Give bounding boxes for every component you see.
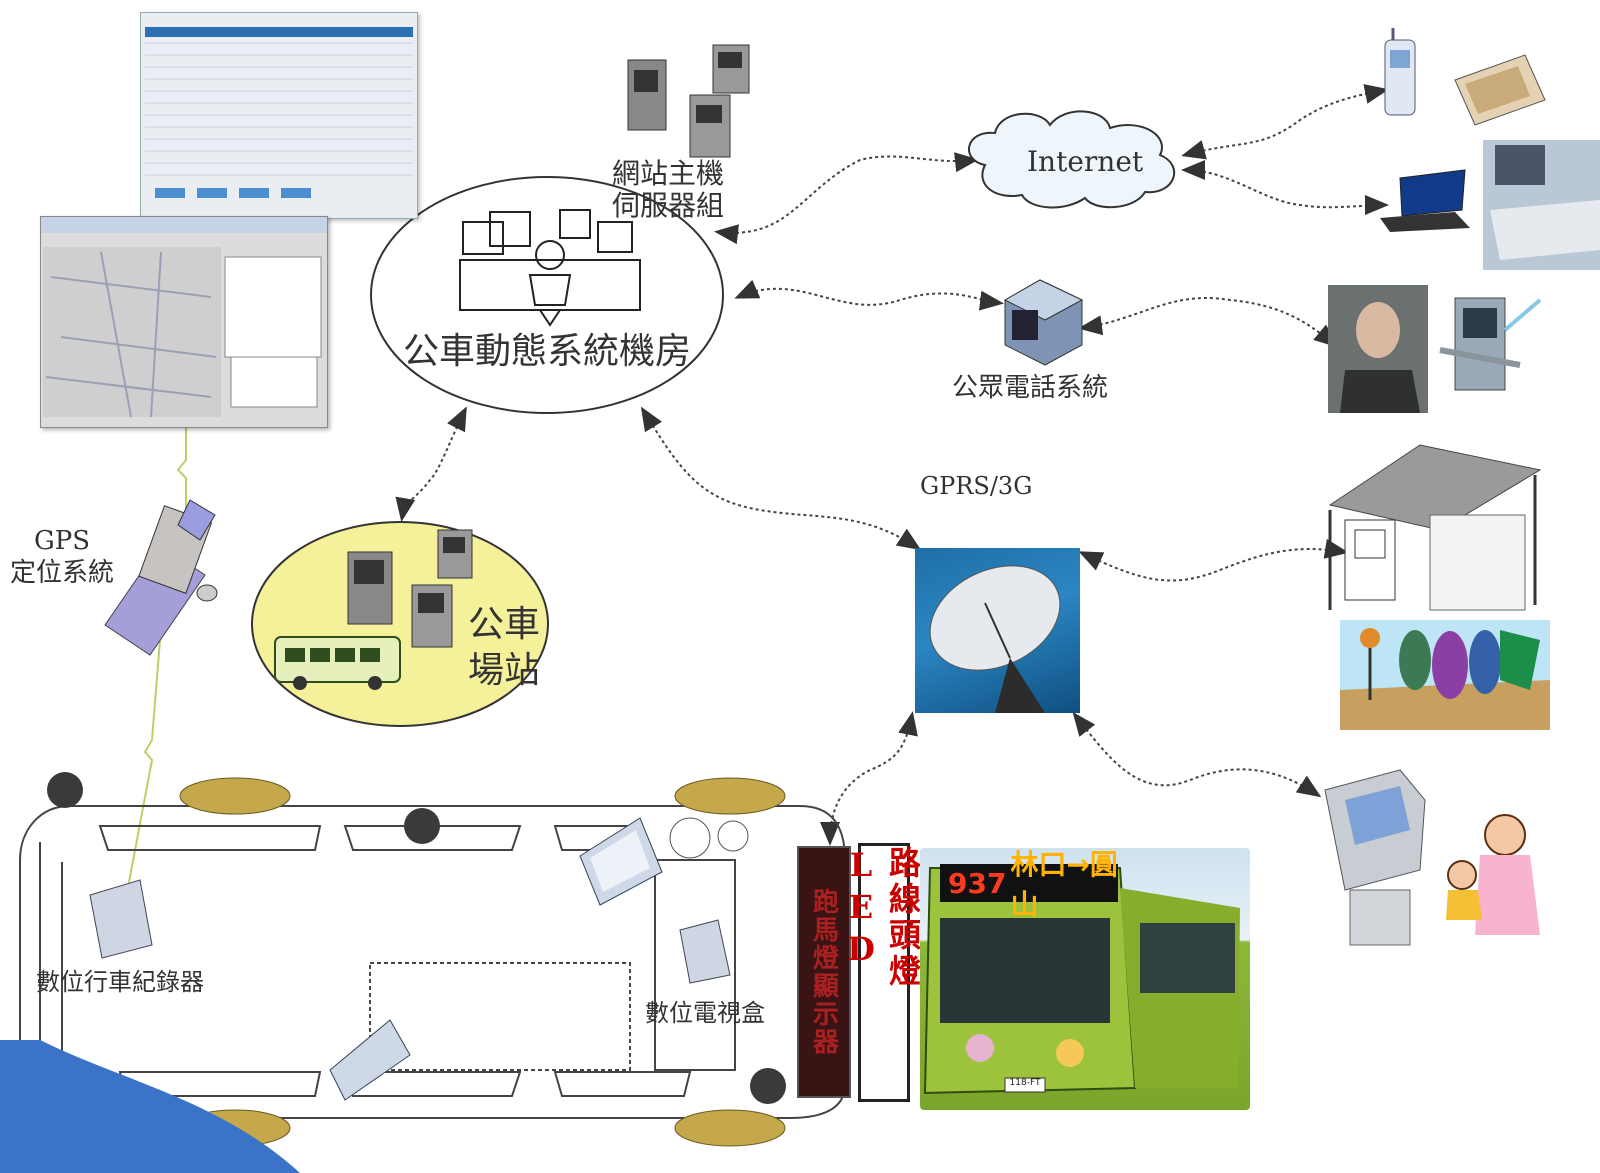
switch-box-icon (1003, 279, 1084, 366)
arrow-room-phonesystem (734, 279, 1004, 311)
arrow-internet-phone (1181, 84, 1389, 160)
workstation-icon (459, 209, 641, 327)
plate-text: 118-FT (1009, 1078, 1041, 1088)
phone-icon (1384, 28, 1416, 116)
satellite-icon (104, 499, 218, 656)
web-servers-label: 網站主機 伺服器組 (612, 157, 725, 222)
monitor-icon (329, 817, 749, 1101)
tv-box-label: 數位電視盒 (645, 999, 765, 1027)
route-led-display: 937 林口→圓山 (940, 848, 1118, 921)
route-text: 林口→圓山 (1010, 848, 1118, 921)
arrow-dish-kiosk (1072, 711, 1322, 798)
payphone-icon (1439, 297, 1542, 391)
businessman-icon (1328, 285, 1428, 413)
corner-decoration (0, 1040, 300, 1173)
depot-server-icon (347, 529, 473, 648)
gps-label: GPS 定位系統 (10, 526, 115, 588)
arrow-phonesystem-user (1078, 296, 1339, 348)
arrow-internet-laptop (1181, 160, 1389, 216)
cloud-icon (968, 110, 1176, 209)
arrow-room-internet (714, 152, 979, 245)
keyboard-icon (1483, 140, 1600, 270)
depot-label: 公車 場站 (468, 604, 541, 691)
arrow-room-dish (640, 406, 922, 551)
gps-link-bottom (119, 639, 161, 931)
server-icon (627, 44, 750, 158)
schedule-screenshot (140, 12, 418, 219)
headlight-led-sign: 路線頭燈LED (842, 843, 922, 1102)
control-room-ellipse (370, 176, 724, 414)
recorder-device (89, 879, 153, 959)
arrow-room-depot (395, 406, 467, 522)
dish-icon (929, 565, 1061, 713)
bus-icon (274, 636, 401, 690)
children-icon (1446, 814, 1540, 935)
arrow-bus-dish (820, 711, 918, 846)
pda-icon (1454, 54, 1546, 126)
bus-stop-icon (1328, 444, 1542, 611)
recorder-label: 數位行車紀錄器 (36, 968, 204, 996)
tv-box-device (679, 919, 731, 984)
bus-floorplan (19, 805, 846, 1119)
kiosk-icon (1324, 769, 1426, 946)
route-number: 937 (948, 866, 1007, 900)
internet-label: Internet (1027, 145, 1144, 178)
phone-system-label: 公眾電話系統 (952, 373, 1109, 403)
headlight-led-label: 路線頭燈LED (842, 846, 922, 990)
satellite-dish-photo (915, 548, 1080, 713)
gps-link-top (176, 428, 187, 510)
led-marquee: 跑馬燈顯示器 (797, 846, 851, 1098)
led-marquee-text: 跑馬燈顯示器 (808, 888, 839, 1056)
map-screenshot (40, 216, 328, 428)
people-icon (1340, 620, 1550, 730)
control-room-label: 公車動態系統機房 (403, 331, 692, 372)
gprs-label: GPRS/3G (920, 472, 1033, 500)
arrow-dish-busstop (1078, 539, 1349, 582)
laptop-icon (1380, 169, 1470, 232)
